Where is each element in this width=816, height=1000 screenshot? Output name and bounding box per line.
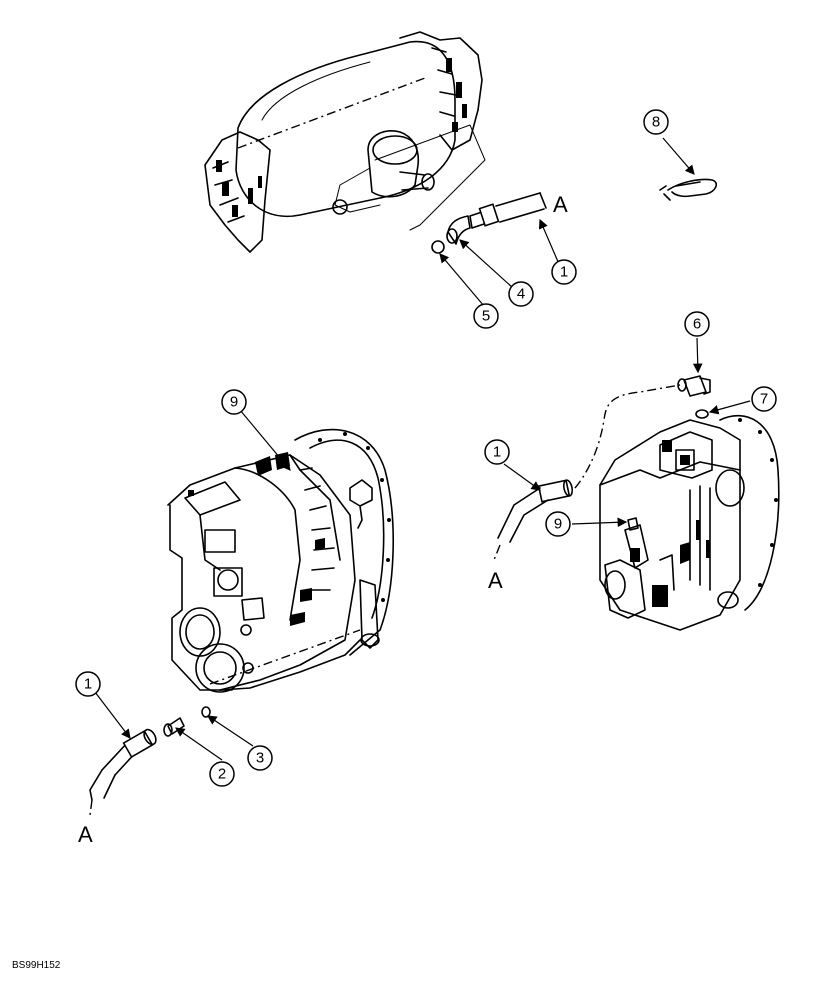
figure-code: BS99H152 — [12, 960, 61, 971]
callout-right-9: 9 — [545, 511, 571, 537]
callout-number: 2 — [218, 766, 226, 783]
callout-left-9: 9 — [221, 389, 247, 415]
callout-number: 7 — [760, 391, 768, 408]
callout-number: 1 — [493, 444, 501, 461]
callout-top-5: 5 — [473, 303, 499, 329]
top-fitting-assembly — [431, 192, 547, 254]
callout-left-3: 3 — [247, 745, 273, 771]
callout-number: 4 — [517, 286, 525, 303]
callout-number: 5 — [482, 308, 490, 325]
callout-left-2: 2 — [209, 761, 235, 787]
callout-top-8: 8 — [643, 109, 669, 135]
connection-label-a-right: A — [488, 568, 503, 593]
callout-number: 1 — [560, 264, 568, 281]
callout-right-1: 1 — [484, 439, 510, 465]
callout-left-1: 1 — [75, 671, 101, 697]
callout-leaders — [94, 137, 751, 761]
hose-clip — [659, 178, 718, 201]
transmission-right — [599, 415, 780, 631]
callout-number: 9 — [230, 394, 238, 411]
callout-right-6: 6 — [684, 311, 710, 337]
callout-number: 3 — [256, 750, 264, 767]
callout-top-4: 4 — [508, 281, 534, 307]
connection-label-a-top: A — [553, 192, 568, 217]
callout-right-7: 7 — [751, 386, 777, 412]
callout-number: 6 — [693, 316, 701, 333]
right-hose-assembly — [493, 375, 711, 561]
callout-top-1: 1 — [551, 259, 577, 285]
connection-label-a-left: A — [78, 822, 93, 847]
callout-number: 1 — [84, 676, 92, 693]
callout-number: 8 — [652, 114, 660, 131]
torque-converter-housing — [204, 31, 486, 253]
transmission-left — [167, 428, 394, 693]
callout-number: 9 — [554, 516, 562, 533]
left-fitting-chain — [89, 706, 211, 816]
